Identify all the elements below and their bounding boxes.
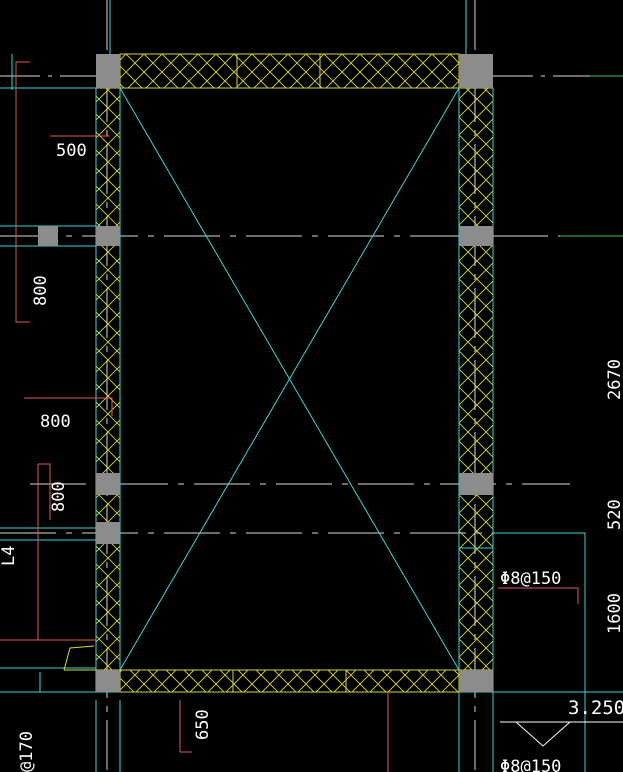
column-right-mid — [459, 473, 493, 495]
level-marker — [514, 721, 572, 747]
column-left-mid — [96, 473, 120, 495]
dim-800-top-label: 800 — [31, 275, 51, 306]
dim-650-label: 650 — [193, 709, 213, 740]
cut-520-label: 520 — [605, 499, 623, 530]
wall-edges — [95, 88, 494, 692]
wall-top — [119, 53, 460, 89]
column-right-upper — [459, 226, 493, 246]
cut-2670-label: 2670 — [605, 359, 623, 400]
columns — [38, 54, 493, 692]
column-top-right — [459, 54, 493, 88]
corner-mark — [63, 645, 95, 671]
cut-1600-label: 1600 — [605, 593, 623, 634]
dim-800-low-label: 800 — [49, 481, 69, 512]
column-bottom-right — [459, 670, 493, 692]
rebar-bottom-label: Φ8@150 — [500, 757, 561, 772]
mark-l4-label: L4 — [0, 546, 19, 566]
column-far-left — [38, 226, 58, 246]
column-bottom-left — [96, 670, 120, 692]
column-top-left — [96, 54, 120, 88]
opening-diagonals — [119, 87, 460, 671]
rebar-top-label: Φ8@150 — [500, 569, 561, 589]
column-left-low — [96, 522, 120, 544]
dimension-lines — [0, 61, 579, 772]
level-3250-label: 3.250 — [568, 697, 623, 719]
dim-500-label: 500 — [56, 141, 87, 161]
wall-left — [95, 87, 121, 671]
column-left-upper — [96, 226, 120, 246]
wall-bottom — [119, 669, 460, 693]
spacing-170-label: @170 — [17, 731, 37, 772]
dim-800-mid-label: 800 — [40, 412, 71, 432]
green-leaders — [560, 75, 623, 237]
wall-right — [458, 87, 494, 671]
